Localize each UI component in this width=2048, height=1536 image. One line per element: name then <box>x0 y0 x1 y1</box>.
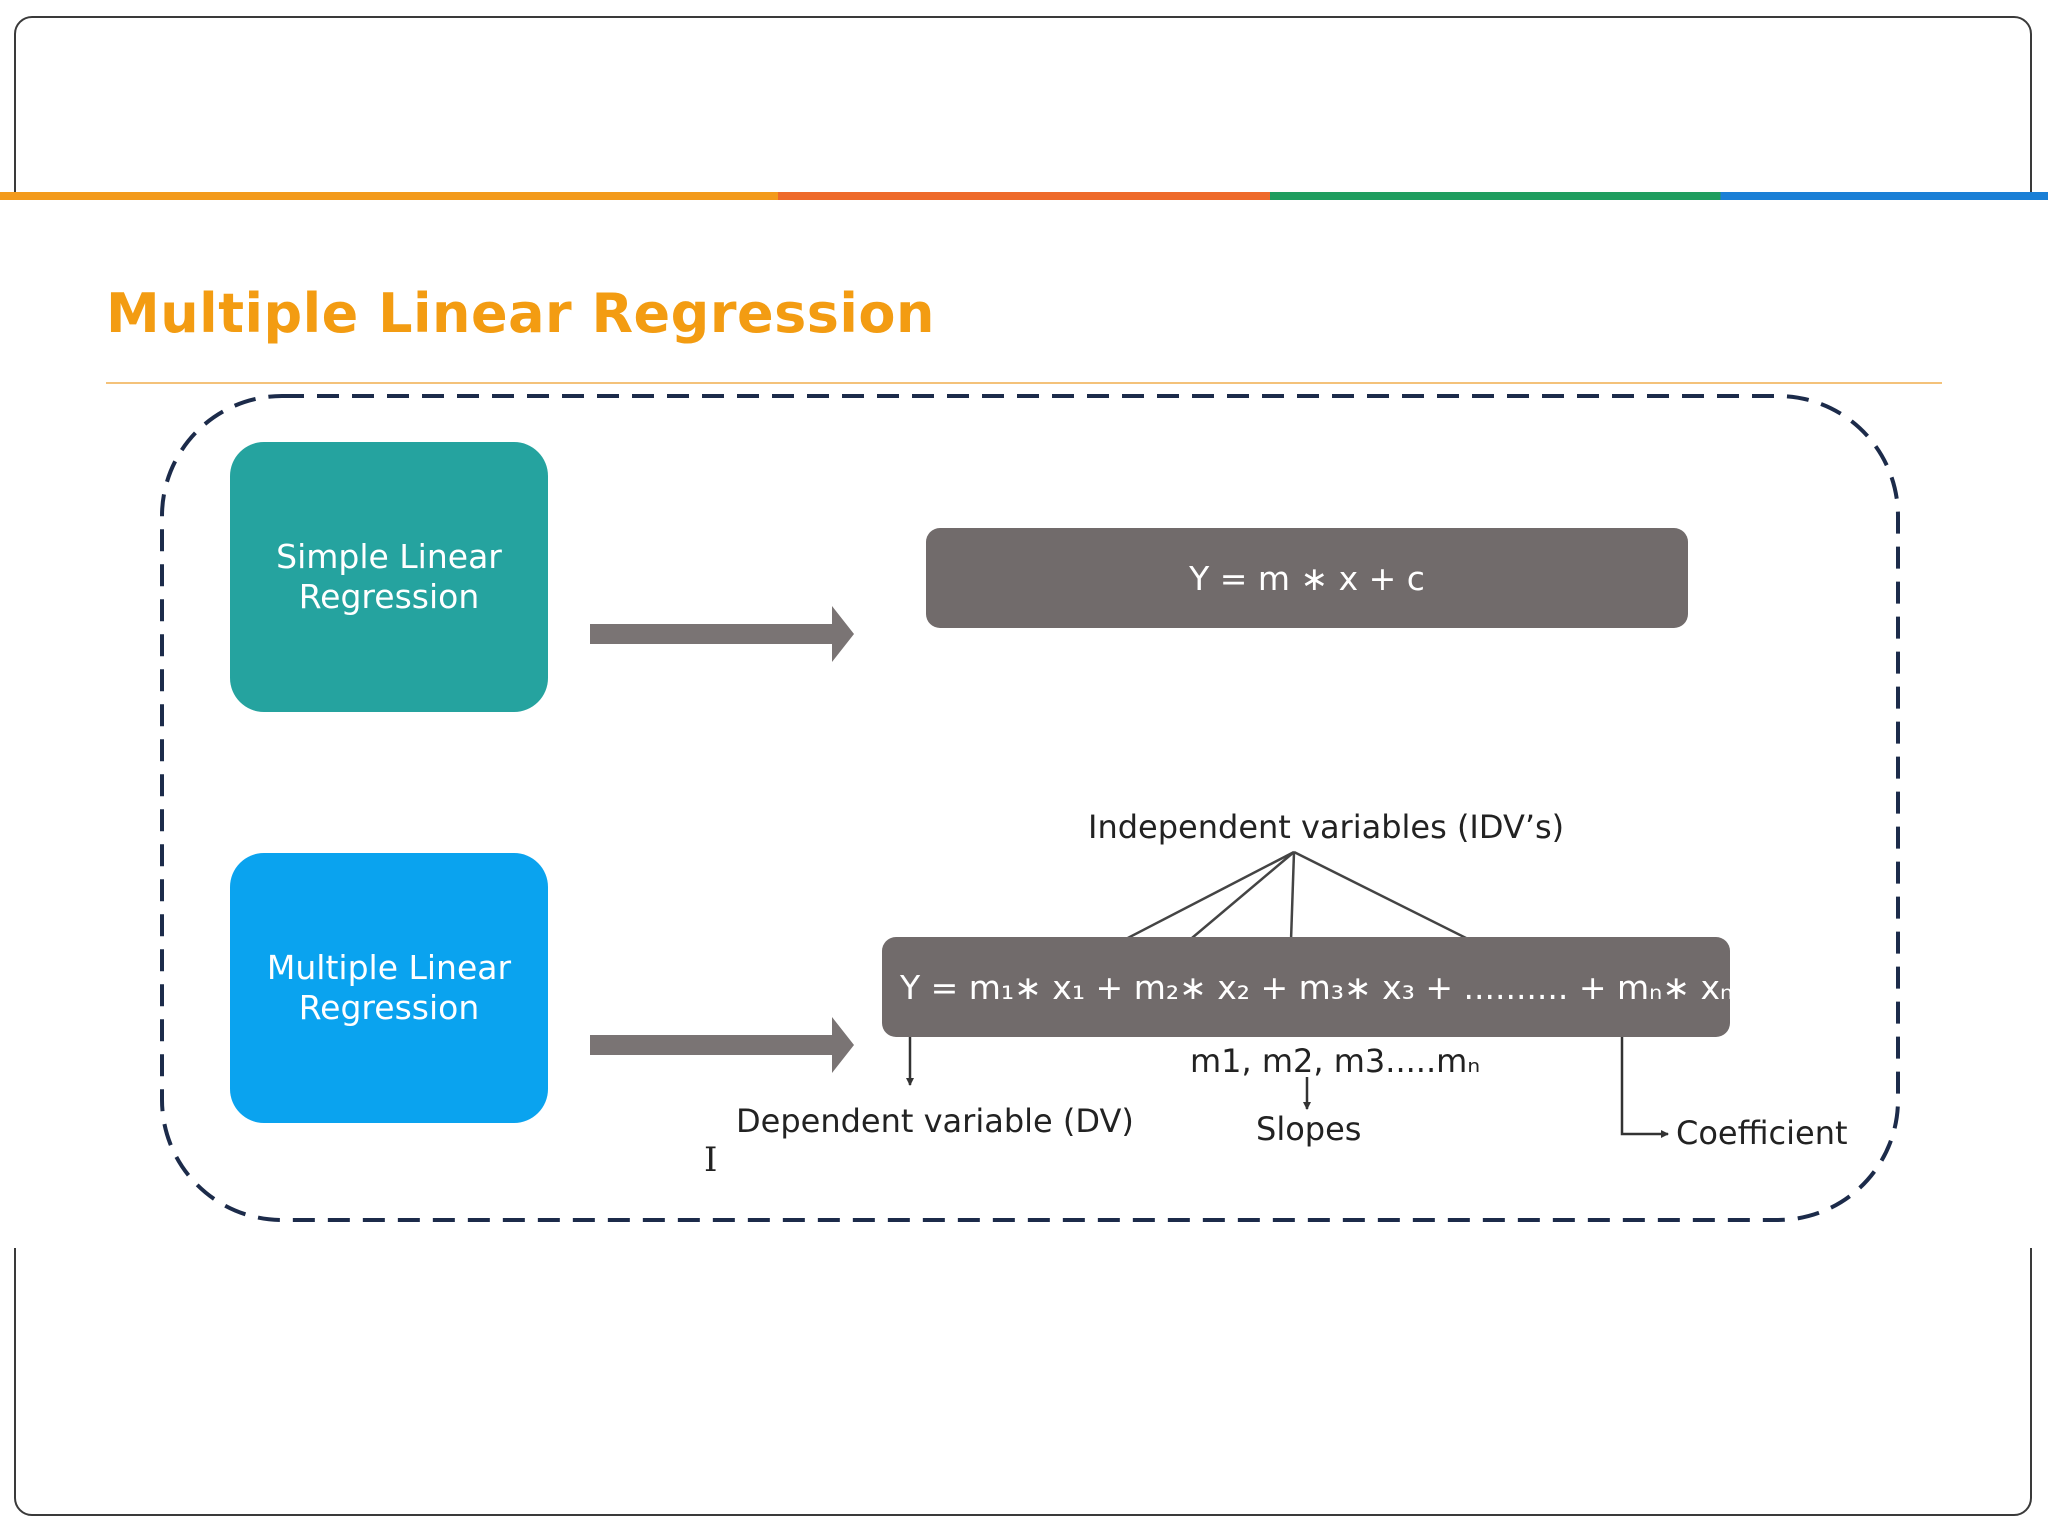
coefficient-label: Coefficient <box>1676 1114 1848 1152</box>
simple-box-label: Simple Linear Regression <box>276 537 502 616</box>
slide-title: Multiple Linear Regression <box>106 282 935 345</box>
multiple-equation-bar: Y = m₁∗ x₁ + m₂∗ x₂ + m₃∗ x₃ + .........… <box>882 937 1800 1037</box>
dependent-variable-label: Dependent variable (DV) <box>736 1102 1134 1140</box>
multiple-linear-regression-box: Multiple Linear Regression <box>230 853 548 1123</box>
multiple-box-label: Multiple Linear Regression <box>266 948 512 1027</box>
text-cursor-icon: I <box>704 1140 718 1180</box>
dashed-border <box>160 394 1900 1222</box>
coefficient-arrow <box>1620 1037 1669 1138</box>
simple-equation: Y = m ∗ x + c <box>1189 558 1425 598</box>
simple-equation-bar: Y = m ∗ x + c <box>926 528 1688 628</box>
slide: Multiple Linear Regression Simple Linear… <box>0 192 2048 1248</box>
multiple-equation: Y = m₁∗ x₁ + m₂∗ x₂ + m₃∗ x₃ + .........… <box>900 967 1800 1007</box>
independent-variables-label: Independent variables (IDV’s) <box>1088 808 1565 846</box>
slopes-label: Slopes <box>1256 1110 1362 1148</box>
slope-terms-label: m1, m2, m3.....mₙ <box>1190 1042 1481 1080</box>
arrow-simple <box>590 606 854 662</box>
arrow-multiple <box>590 1017 854 1073</box>
diagram-graphics <box>160 394 1900 1222</box>
simple-linear-regression-box: Simple Linear Regression <box>230 442 548 712</box>
title-underline <box>106 382 1942 384</box>
color-stripe <box>0 192 2048 200</box>
